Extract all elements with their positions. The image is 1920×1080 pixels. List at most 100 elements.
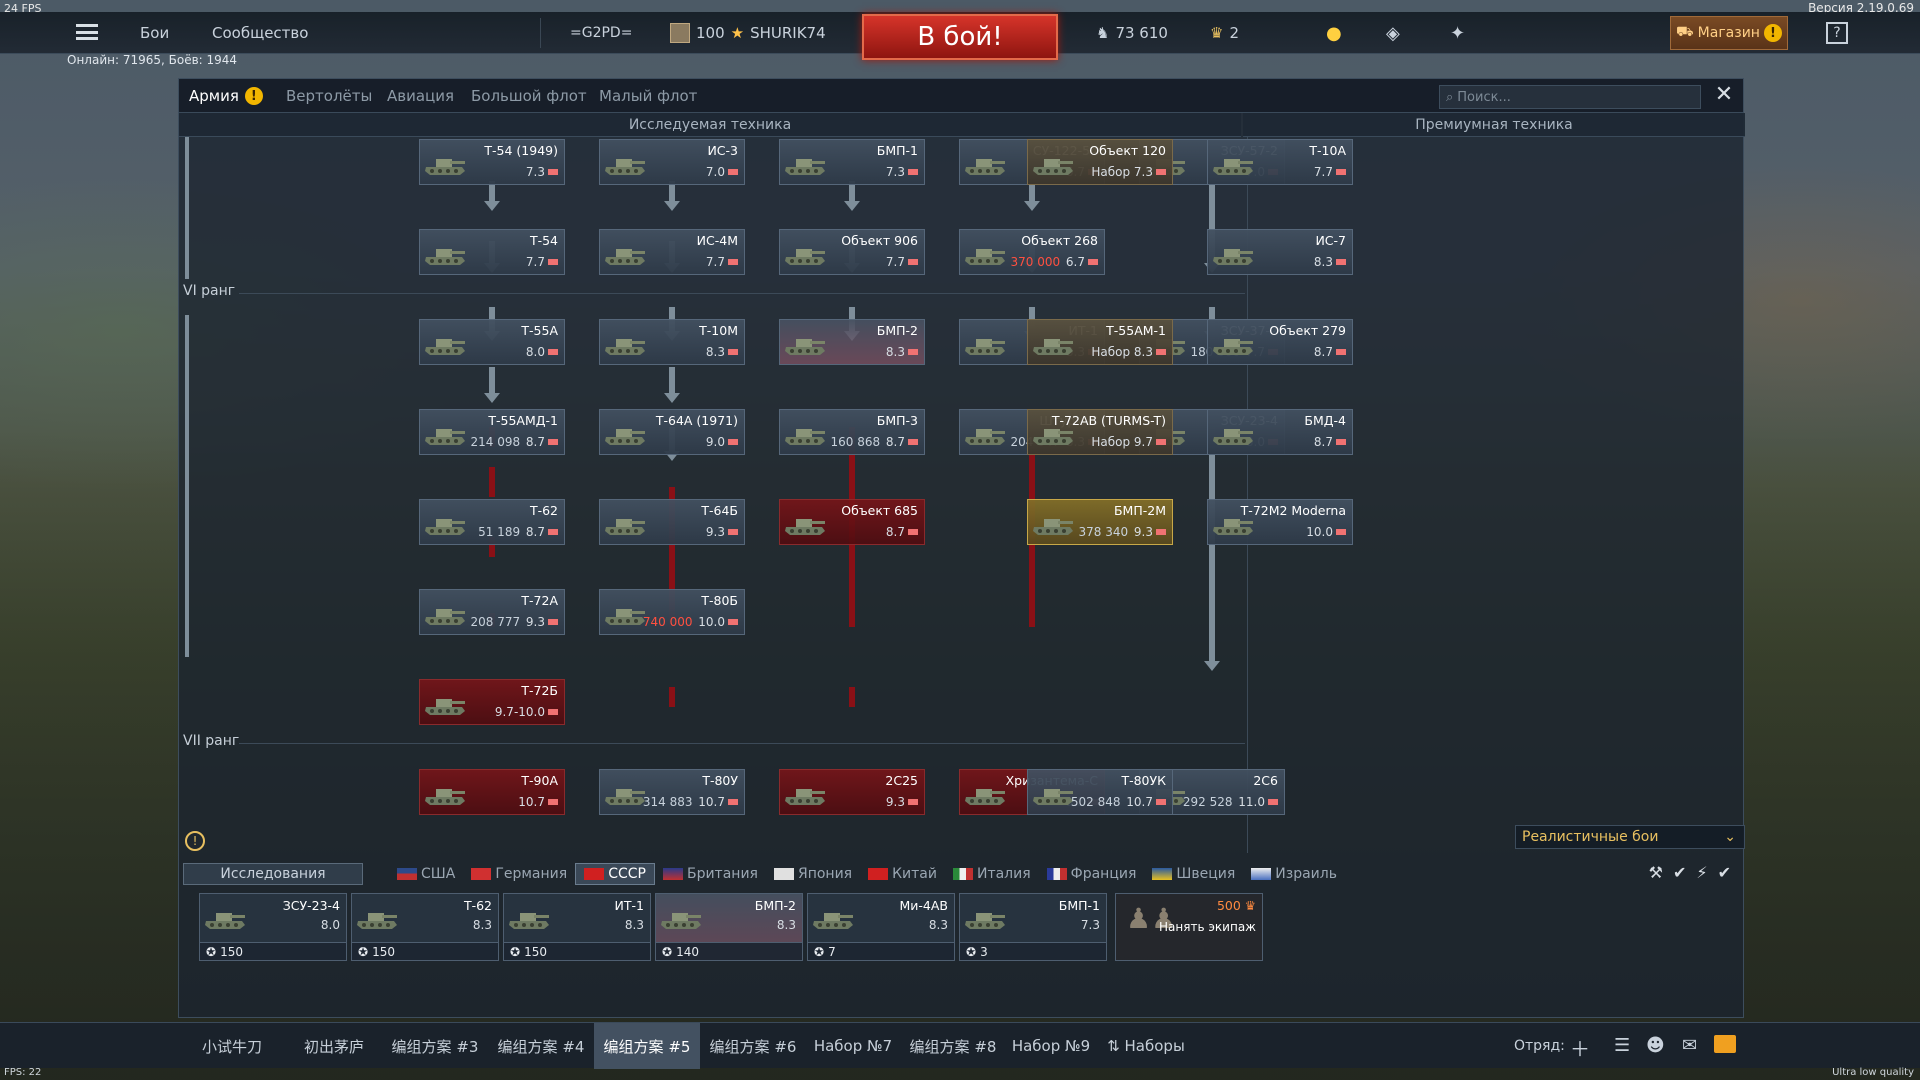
nation-tab[interactable]: Швеция — [1144, 863, 1243, 885]
preset-tab[interactable]: 初出茅庐 — [303, 1037, 364, 1056]
menu-community[interactable]: Сообщество — [212, 24, 309, 42]
preset-tab[interactable]: 编组方案 #8 — [909, 1037, 997, 1056]
repair-icon[interactable]: ⚡ — [1696, 863, 1708, 882]
research-points: 314 883 — [642, 795, 697, 809]
wrench-icon[interactable]: ⚒ — [1648, 863, 1663, 882]
vehicle-br: 7.0 — [706, 165, 738, 179]
vehicle-card[interactable]: Т-64А (1971)9.0 — [599, 409, 745, 455]
crew-icon: ✪ — [358, 944, 369, 959]
friends-icon[interactable]: ☻ — [1646, 1035, 1665, 1056]
nation-tab[interactable]: Британия — [655, 863, 766, 885]
nation-tab[interactable]: Израиль — [1243, 863, 1345, 885]
battle-button[interactable]: В бой! — [862, 14, 1058, 60]
preset-tab[interactable]: 编组方案 #3 — [391, 1037, 479, 1056]
menu-battles[interactable]: Бои — [140, 24, 170, 42]
tab-aviation[interactable]: Авиация — [387, 87, 455, 105]
nation-tab[interactable]: Германия — [463, 863, 575, 885]
tab-army[interactable]: Армия! — [189, 79, 263, 113]
class-icon — [728, 799, 738, 805]
gold-balance[interactable]: ♛ 2 — [1210, 12, 1239, 54]
tab-helicopters[interactable]: Вертолёты — [286, 87, 373, 105]
nation-tab[interactable]: Япония — [766, 863, 860, 885]
silver-balance[interactable]: ♞ 73 610 — [1096, 12, 1168, 54]
preset-tab[interactable]: ⇅ Наборы — [1107, 1037, 1185, 1055]
game-mode-select[interactable]: Реалистичные бои⌄ — [1515, 825, 1745, 849]
tab-coastal-fleet[interactable]: Малый флот — [599, 87, 698, 105]
vehicle-br: 8.3 — [1314, 255, 1346, 269]
menu-icon[interactable] — [76, 24, 98, 40]
nation-tab[interactable]: Италия — [945, 863, 1039, 885]
tab-bluewater-fleet[interactable]: Большой флот — [471, 87, 587, 105]
diamond-icon[interactable]: ◈ — [1386, 22, 1400, 44]
preset-tab[interactable]: 编组方案 #5 — [594, 1023, 700, 1069]
check-icon[interactable]: ✔ — [1717, 863, 1731, 882]
nation-tab[interactable]: США — [389, 863, 463, 885]
warning-icon[interactable]: ! — [185, 831, 205, 851]
preset-tab[interactable]: 编组方案 #4 — [497, 1037, 585, 1056]
class-icon — [1156, 799, 1166, 805]
battle-rating: 8.7 — [525, 525, 545, 539]
research-button[interactable]: Исследования — [183, 863, 363, 885]
shop-button[interactable]: ⛟ Магазин ! — [1670, 16, 1788, 50]
plus-icon[interactable]: ＋ — [1570, 1037, 1590, 1061]
preset-tab[interactable]: Набор №7 — [813, 1037, 893, 1055]
mail-icon[interactable] — [1714, 1035, 1736, 1053]
squad-tag[interactable]: =G2PD= — [570, 25, 633, 41]
chat-icon[interactable]: ✉ — [1682, 1035, 1698, 1056]
help-button[interactable]: ? — [1826, 22, 1848, 44]
list-icon[interactable]: ☰ — [1614, 1035, 1631, 1056]
nation-tab[interactable]: Китай — [860, 863, 945, 885]
preset-tab[interactable]: 编组方案 #6 — [709, 1037, 797, 1056]
check-icon[interactable]: ✔ — [1672, 863, 1687, 882]
search-input[interactable]: ⌕Поиск... — [1439, 85, 1701, 109]
hire-crew-slot[interactable]: ♟♟ 500 ♛ Нанять экипаж — [1115, 893, 1263, 961]
close-button[interactable]: ✕ — [1714, 82, 1734, 107]
vehicle-card[interactable]: Т-54 (1949)7.3 — [419, 139, 565, 185]
coupon-icon[interactable]: ✦ — [1450, 22, 1466, 44]
preset-tab[interactable]: Набор №9 — [1011, 1037, 1091, 1055]
tank-icon — [785, 159, 825, 175]
preset-tab[interactable]: 小试牛刀 — [201, 1037, 262, 1056]
nation-tab[interactable]: Франция — [1039, 863, 1145, 885]
lightbulb-icon[interactable]: ● — [1326, 22, 1342, 44]
nation-tab[interactable]: СССР — [575, 863, 655, 885]
vehicle-card[interactable]: Т-72АВ (TURMS-T)Набор 9.7 — [1027, 409, 1173, 455]
player-info[interactable]: 100 ★ SHURIK74 — [670, 12, 826, 54]
